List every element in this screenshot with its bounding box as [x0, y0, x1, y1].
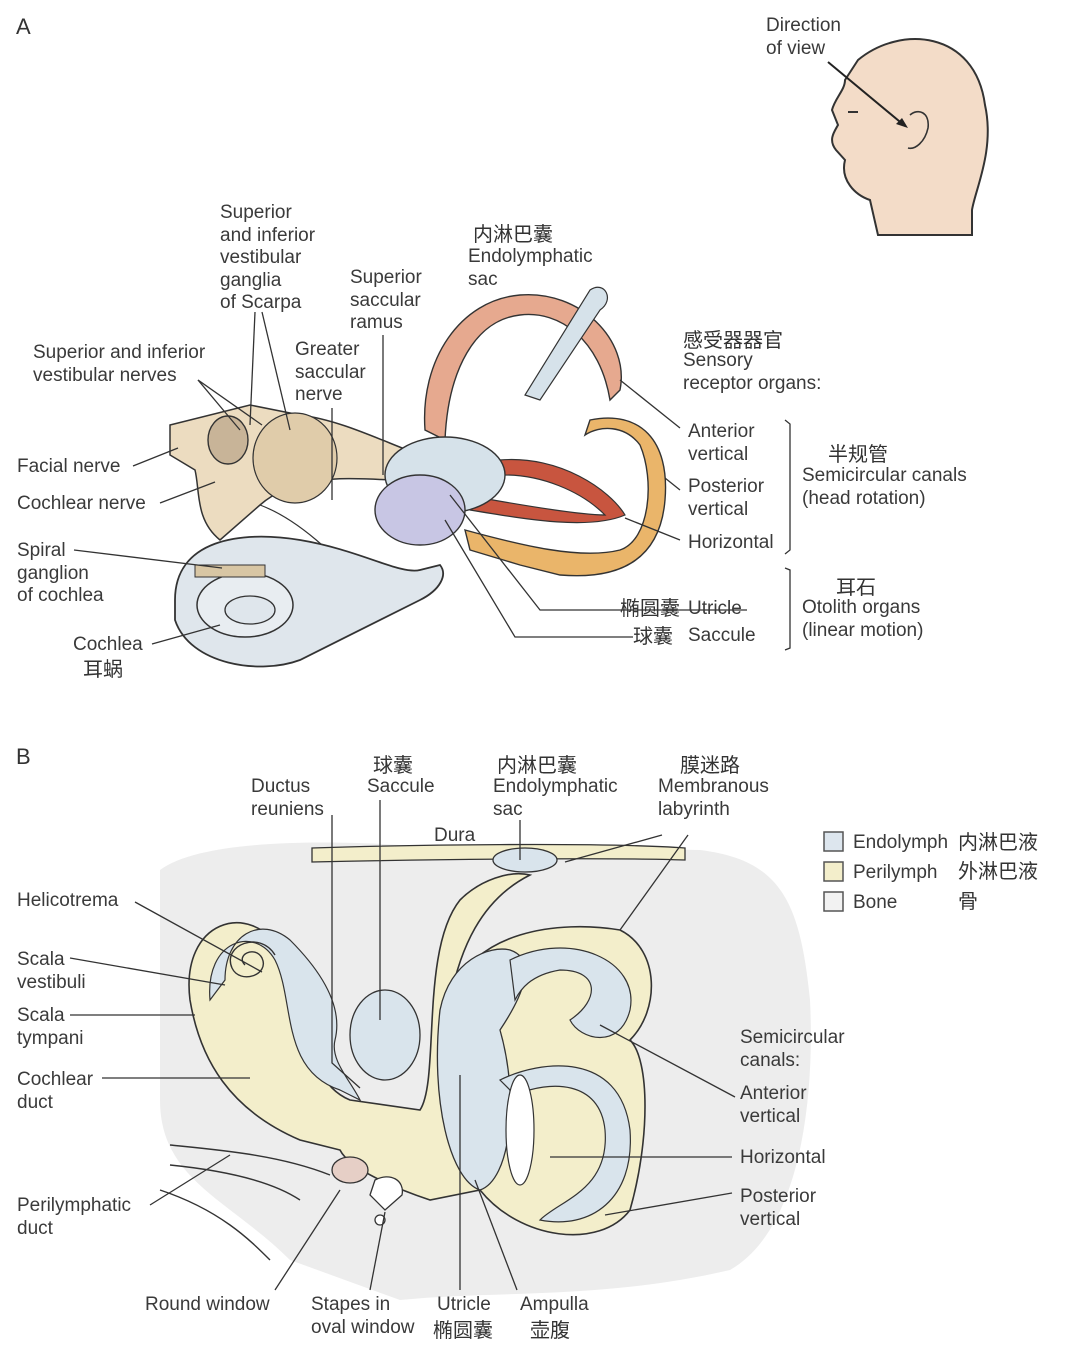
perilymphatic-duct-label: Perilymphatic duct: [17, 1195, 132, 1239]
direction-of-view-label: Direction of view: [766, 15, 841, 59]
legend-endolymph-cn: 内淋巴液: [958, 830, 1038, 854]
horizontal-canal-b: [505, 1074, 535, 1186]
otolith-cn-label: 耳石: [836, 575, 876, 599]
legend-swatch-perilymph: [823, 861, 844, 882]
perilymphatic-duct-lines: [159, 1144, 331, 1261]
anterior-canal: [423, 294, 622, 442]
ear-icon: [907, 111, 929, 150]
head-profile-figure: [827, 38, 989, 236]
spiral-ganglion-label: Spiral ganglion of cochlea: [17, 540, 104, 606]
scarpa-ganglion: [252, 412, 338, 504]
nerve-cross-section: [207, 415, 249, 465]
posterior-vertical-b-label: Posterior vertical: [740, 1186, 817, 1230]
panel-b-letter: B: [16, 744, 31, 769]
endolymphatic-duct: [524, 286, 608, 401]
otolith-label: Otolith organs (linear motion): [802, 597, 924, 641]
utricle-b-cn-label: 椭圆囊: [433, 1318, 493, 1342]
saccule-label: Saccule: [688, 625, 756, 646]
membranous-label: Membranous labyrinth: [658, 776, 769, 820]
cochlear-duct-label: Cochlear duct: [17, 1069, 94, 1113]
legend-bone-cn: 骨: [958, 889, 978, 913]
saccule-cn-label: 球囊: [633, 624, 673, 648]
ampulla-cn-label: 壶腹: [530, 1318, 570, 1342]
vestibular-nerve-bundle: [169, 404, 422, 576]
leader-lines-a: [73, 311, 791, 651]
ductus-reuniens-label: Ductus reuniens: [251, 776, 324, 820]
saccule-b-cn-label: 球囊: [373, 753, 413, 777]
sensory-label: Sensory receptor organs:: [683, 350, 822, 394]
endolymphatic-sac-label: Endolymphatic sac: [468, 246, 593, 290]
utricle-cn-label: 椭圆囊: [620, 596, 680, 620]
saccule-b-label: Saccule: [367, 776, 435, 797]
semicircular-b-label: Semicircular canals:: [740, 1027, 845, 1071]
scala-tympani-label: Scala tympani: [17, 1005, 84, 1049]
legend-perilymph-cn: 外淋巴液: [958, 859, 1038, 883]
legend-swatch-bone: [823, 891, 844, 912]
ganglia-scarpa-label: Superior and inferior vestibular ganglia…: [220, 202, 316, 313]
anterior-vertical-b-label: Anterior vertical: [740, 1083, 807, 1127]
cochlear-spiral: [229, 941, 276, 978]
dura-label: Dura: [434, 825, 476, 846]
posterior-canal-b: [498, 1065, 631, 1223]
legend-bone-label: Bone: [853, 892, 898, 913]
membranous-cn-label: 膜迷路: [680, 753, 740, 777]
endolymphatic-sac-b: [492, 847, 558, 873]
superior-saccular-ramus-label: Superior saccular ramus: [350, 267, 422, 333]
round-window-label: Round window: [145, 1294, 270, 1315]
legend-swatch-endolymph: [823, 831, 844, 852]
utricle-label: Utricle: [688, 598, 742, 619]
facial-nerve-label: Facial nerve: [17, 456, 121, 477]
horizontal-b-label: Horizontal: [740, 1147, 826, 1168]
endolymphatic-sac-b-cn-label: 内淋巴囊: [497, 753, 577, 777]
cochlea-shape: [174, 535, 444, 668]
scala-vestibuli-label: Scala vestibuli: [17, 949, 86, 993]
horizontal-label: Horizontal: [688, 532, 774, 553]
anterior-canal-b: [509, 947, 632, 1038]
vestibular-labyrinth: [374, 286, 667, 577]
sensory-cn-label: 感受器器官: [683, 328, 783, 352]
cochlea-label: Cochlea: [73, 634, 143, 655]
greater-saccular-nerve-label: Greater saccular nerve: [295, 339, 366, 405]
posterior-vertical-label: Posterior vertical: [688, 476, 765, 520]
utricle-b-label: Utricle: [437, 1294, 491, 1315]
direction-arrow: [827, 61, 906, 127]
cochlear-nerve-label: Cochlear nerve: [17, 493, 146, 514]
stapes-label: Stapes in oval window: [311, 1294, 415, 1338]
vestibular-nerves-label: Superior and inferior vestibular nerves: [33, 342, 206, 386]
semicircular-label: Semicircular canals (head rotation): [802, 465, 967, 509]
anterior-vertical-label: Anterior vertical: [688, 421, 755, 465]
leader-lines-b: [69, 800, 736, 1291]
cochlea-cn-label: 耳蜗: [83, 657, 123, 681]
ampulla-label: Ampulla: [520, 1294, 589, 1315]
saccule-b-shape: [349, 989, 421, 1081]
cochlear-duct-shape: [209, 928, 362, 1102]
legend-perilymph-label: Perilymph: [853, 862, 938, 883]
endolymphatic-sac-b-label: Endolymphatic sac: [493, 776, 618, 820]
semicircular-cn-label: 半规管: [828, 442, 888, 466]
legend-endolymph-label: Endolymph: [853, 832, 949, 853]
panel-a-letter: A: [16, 14, 31, 39]
spiral-ganglion-band: [194, 564, 266, 578]
endolymphatic-sac-cn-label: 内淋巴囊: [473, 222, 553, 246]
helicotrema-label: Helicotrema: [17, 890, 119, 911]
round-window-shape: [331, 1156, 369, 1184]
saccule-shape: [374, 474, 466, 546]
